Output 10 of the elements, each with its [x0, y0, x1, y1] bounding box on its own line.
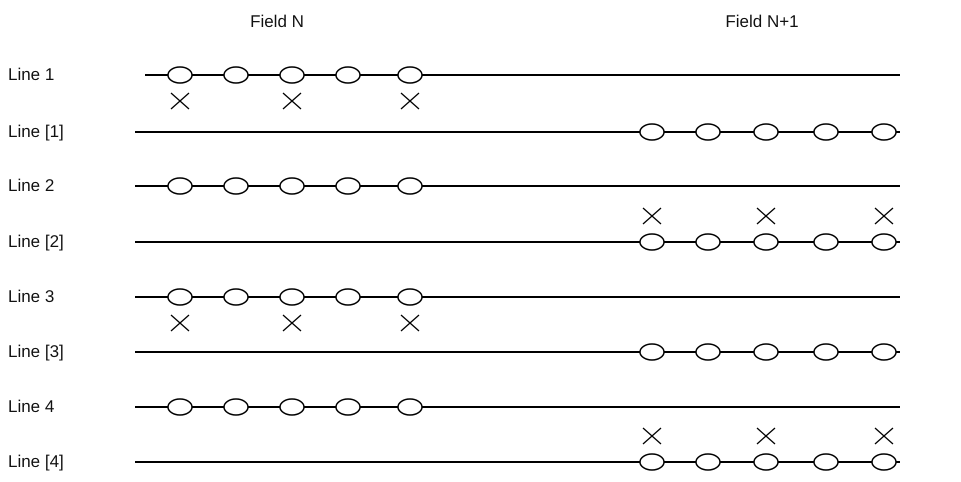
line-label: Line [1] — [8, 122, 64, 142]
line-label: Line 4 — [8, 397, 54, 417]
field-heading: Field N — [250, 12, 304, 32]
field-heading: Field N+1 — [725, 12, 799, 32]
line-label: Line 3 — [8, 287, 54, 307]
line-label: Line [2] — [8, 232, 64, 252]
line-label: Line [4] — [8, 452, 64, 472]
line-label: Line 1 — [8, 65, 54, 85]
line-label: Line 2 — [8, 176, 54, 196]
line-label: Line [3] — [8, 342, 64, 362]
